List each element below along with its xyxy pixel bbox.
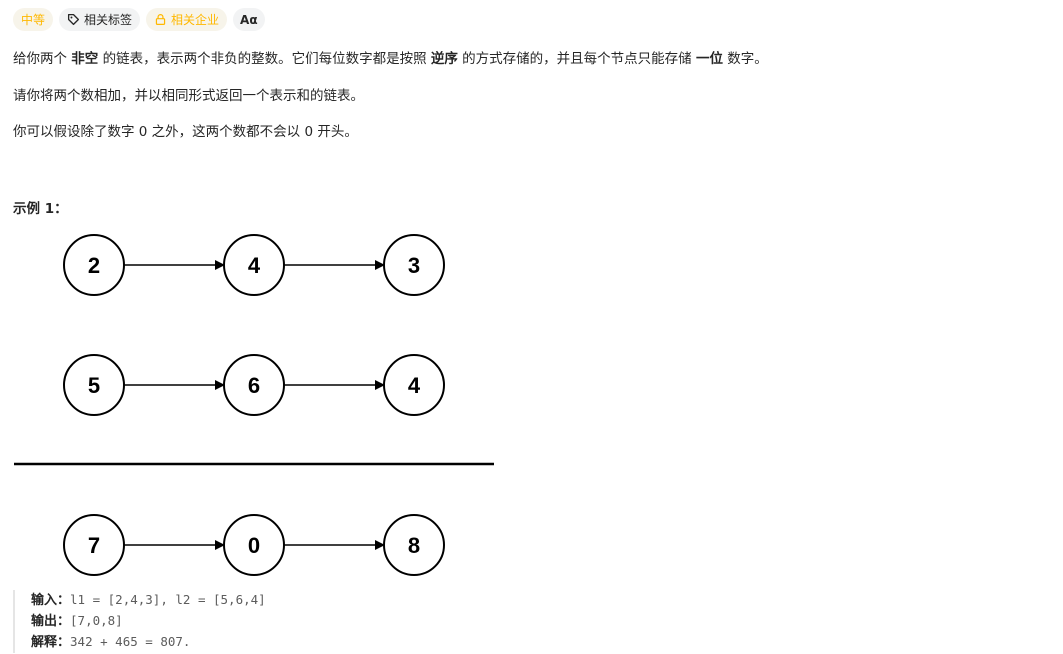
list2-node-value-0: 5	[88, 373, 100, 398]
description-paragraph-1: 给你两个 非空 的链表，表示两个非负的整数。它们每位数字都是按照 逆序 的方式存…	[13, 49, 768, 69]
related-companies-label: 相关企业	[171, 13, 220, 27]
difficulty-badge: 中等	[13, 8, 54, 31]
output-line: 输出：[7,0,8]	[31, 611, 266, 632]
result-node-value-0: 7	[88, 533, 100, 558]
list2-node-value-2: 4	[408, 373, 421, 398]
result-node-value-1: 0	[248, 533, 260, 558]
list2-node-2	[383, 354, 445, 416]
output-label: 输出：	[31, 614, 71, 629]
explanation-label: 解释：	[31, 635, 71, 650]
list1-node-2	[383, 234, 445, 296]
description-paragraph-3: 你可以假设除了数字 0 之外，这两个数都不会以 0 开头。	[13, 124, 358, 140]
diagram-nodes: 2 4 3 5 6 4 7 0 8	[63, 234, 445, 576]
list2-node-value-1: 6	[248, 373, 260, 398]
input-label: 输入：	[31, 593, 71, 608]
explanation-line: 解释：342 + 465 = 807.	[31, 632, 266, 653]
text-span: 的链表，表示两个非负的整数。它们每位数字都是按照	[98, 51, 431, 67]
related-tags-button[interactable]: 相关标签	[59, 8, 141, 31]
text-span: 数字。	[722, 51, 768, 67]
example-title: 示例 1：	[13, 201, 68, 217]
tag-icon	[67, 13, 80, 26]
lock-icon	[154, 13, 167, 26]
text-span: 的方式存储的，并且每个节点只能存储	[457, 51, 696, 67]
list1-node-value-0: 2	[88, 253, 100, 278]
bold-text: 逆序	[430, 51, 458, 67]
related-tags-label: 相关标签	[84, 13, 133, 27]
linked-list-diagram: 2 4 3 5 6 4 7 0 8	[14, 234, 494, 576]
explanation-value: 342 + 465 = 807.	[70, 634, 191, 649]
translate-button[interactable]: Aα	[233, 8, 265, 31]
tag-bar: 中等 相关标签 相关企业 Aα	[13, 8, 265, 31]
description-paragraph-2: 请你将两个数相加，并以相同形式返回一个表示和的链表。	[13, 88, 364, 104]
list1-node-value-2: 3	[408, 253, 420, 278]
result-node-2	[383, 514, 445, 576]
list1-node-value-1: 4	[248, 253, 261, 278]
input-line: 输入：l1 = [2,4,3], l2 = [5,6,4]	[31, 590, 266, 611]
text-span: 给你两个	[13, 51, 72, 67]
related-companies-button[interactable]: 相关企业	[146, 8, 228, 31]
bold-text: 一位	[695, 51, 723, 67]
example-code-block: 输入：l1 = [2,4,3], l2 = [5,6,4] 输出：[7,0,8]…	[13, 590, 266, 653]
input-value: l1 = [2,4,3], l2 = [5,6,4]	[70, 592, 266, 607]
output-value: [7,0,8]	[70, 613, 123, 628]
result-node-value-2: 8	[408, 533, 420, 558]
bold-text: 非空	[71, 51, 99, 67]
